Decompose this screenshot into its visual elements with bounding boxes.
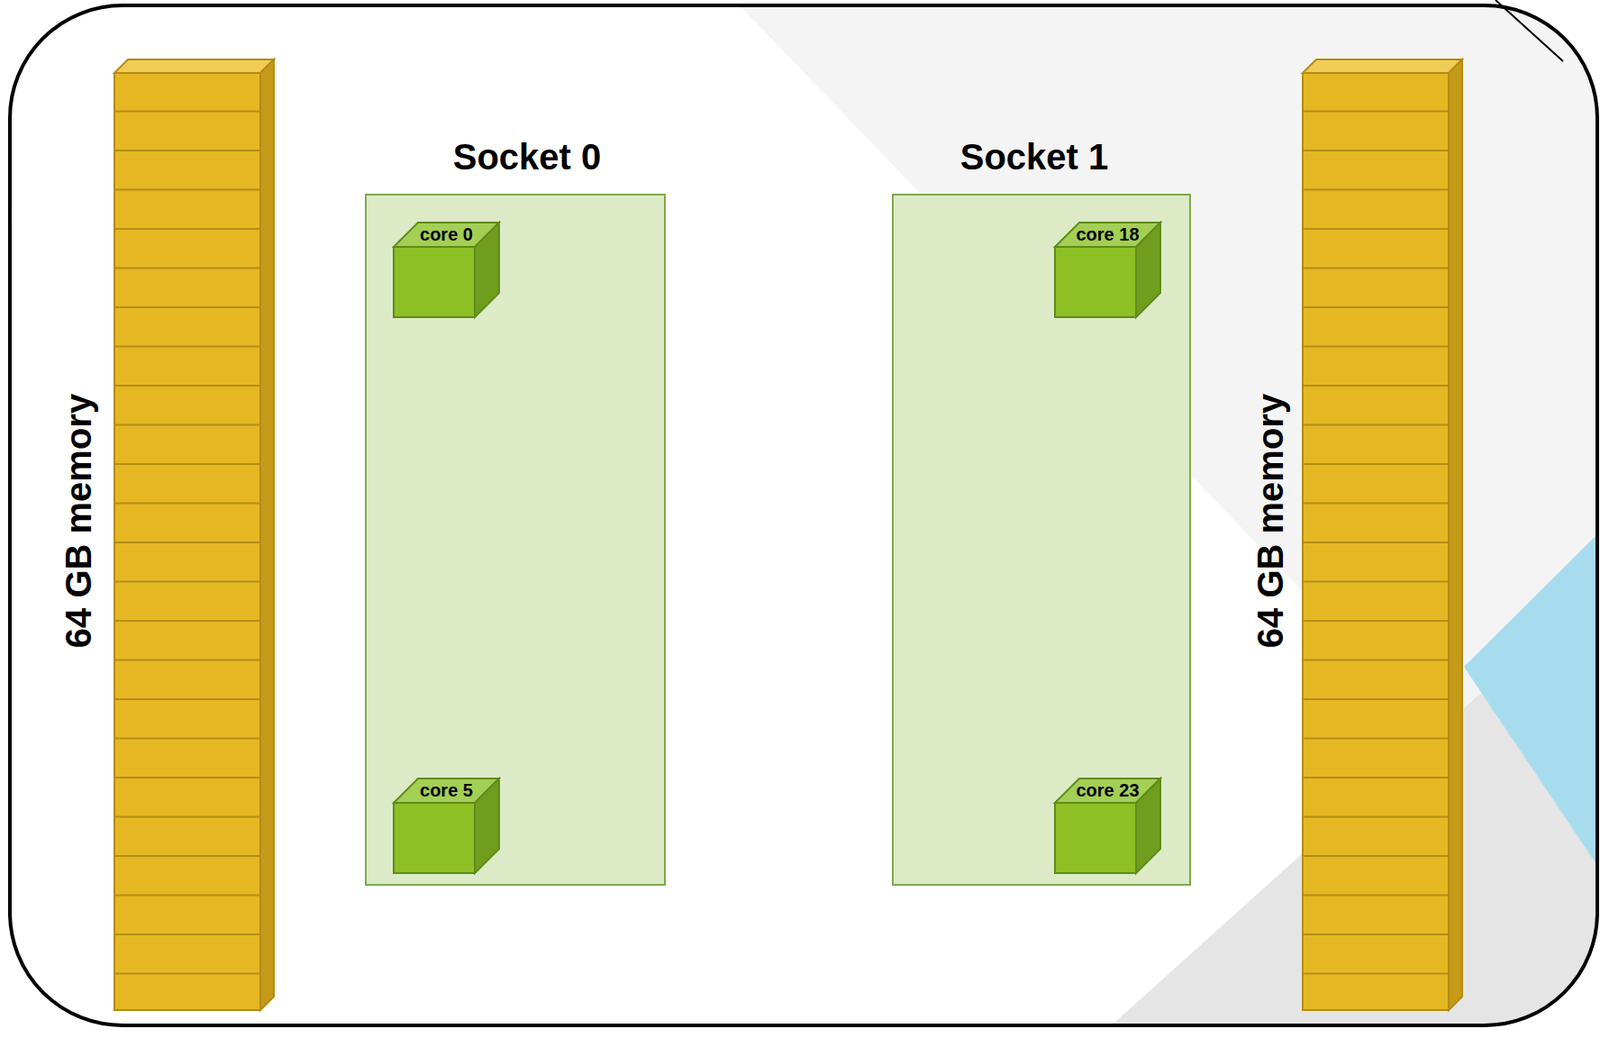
cpu-core: core 23 xyxy=(1054,778,1161,873)
node-frame xyxy=(9,5,1598,1026)
cpu-core: core 18 xyxy=(1054,222,1161,318)
cpu-socket: Socket 1core 18core 23 xyxy=(891,193,1191,886)
decoration xyxy=(734,5,1598,1026)
memory-stack xyxy=(114,59,274,1010)
memory-stack xyxy=(1302,59,1463,1010)
memory-bank: 64 GB memory xyxy=(114,59,274,1010)
core-label: core 0 xyxy=(393,222,500,247)
memory-label: 64 GB memory xyxy=(1250,393,1291,648)
socket-label: Socket 0 xyxy=(453,136,602,178)
cpu-socket: Socket 0core 0core 5 xyxy=(364,193,666,886)
cpu-core: core 0 xyxy=(393,222,500,318)
blue-triangle xyxy=(1463,531,1598,870)
core-label: core 5 xyxy=(393,778,500,803)
memory-label: 64 GB memory xyxy=(58,393,100,648)
core-label: core 23 xyxy=(1054,778,1161,803)
socket-label: Socket 1 xyxy=(960,136,1110,178)
core-label: core 18 xyxy=(1054,222,1161,247)
memory-bank: 64 GB memory xyxy=(1302,59,1463,1010)
cpu-core: core 5 xyxy=(393,778,500,873)
